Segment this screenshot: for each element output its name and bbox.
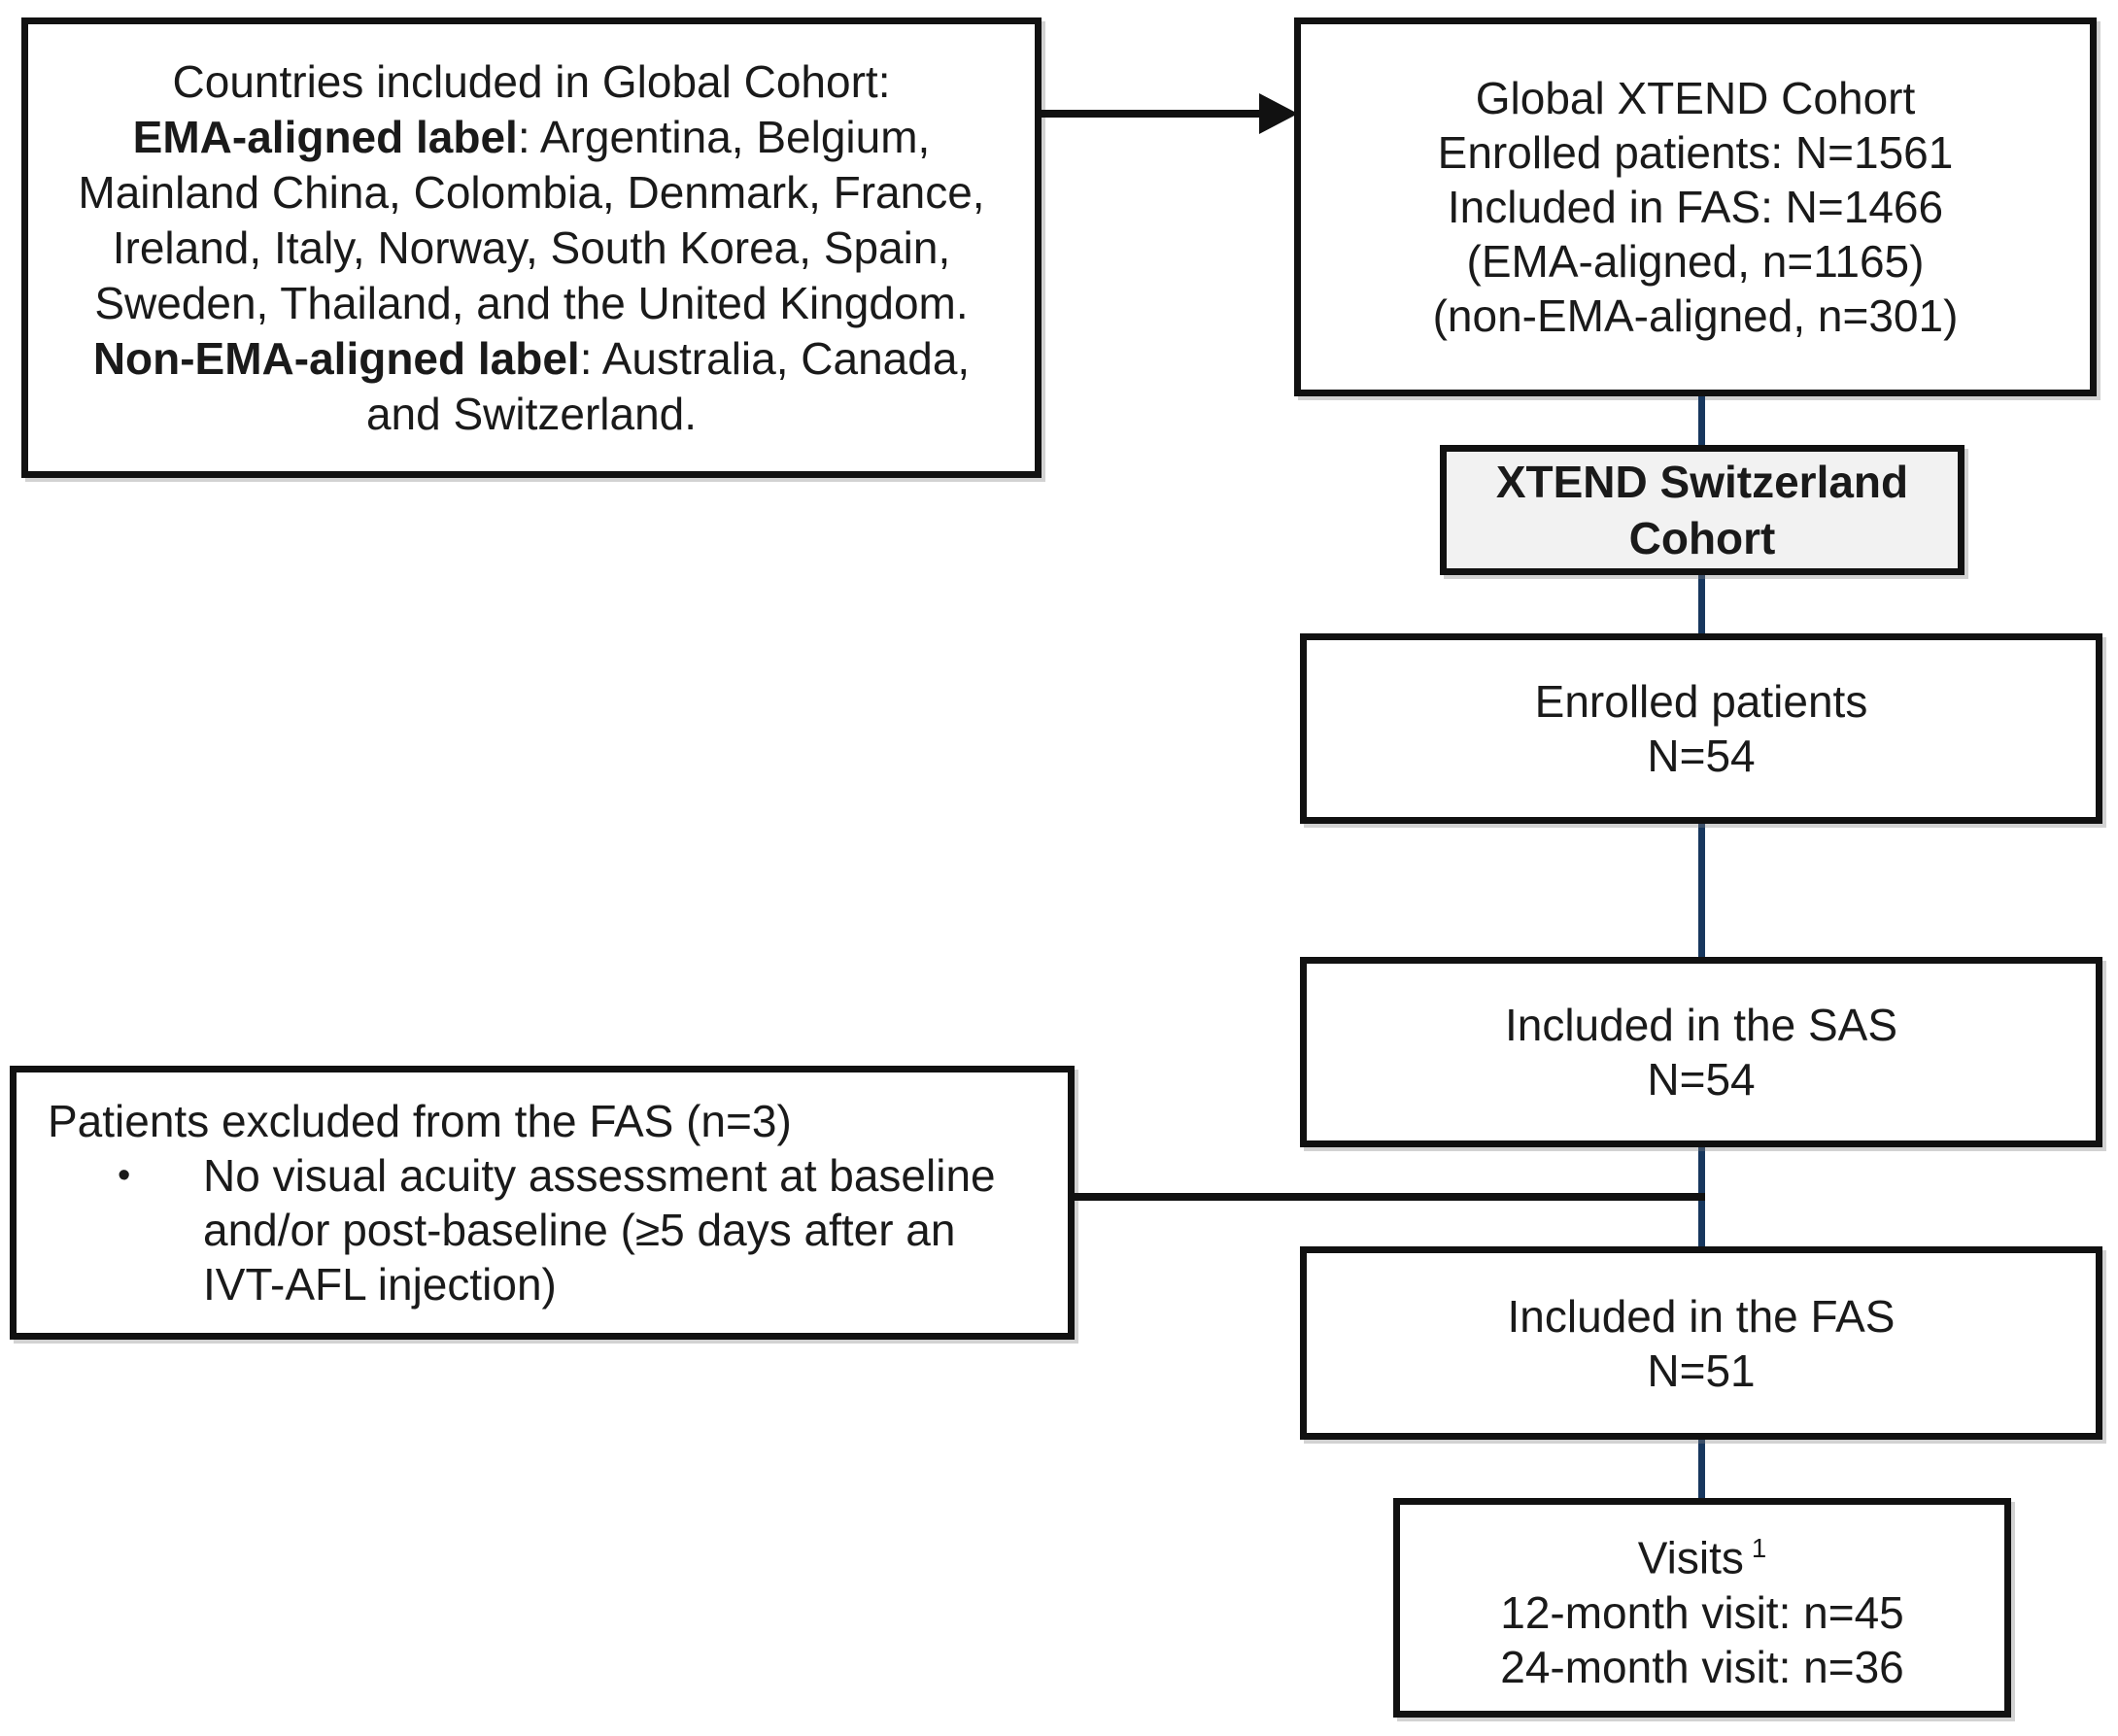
fas-box: Included in the FAS N=51 <box>1300 1246 2102 1440</box>
countries-text: and Switzerland. <box>365 388 698 439</box>
visits-title-text: Visits <box>1637 1532 1744 1583</box>
global-cohort-box: Global XTEND Cohort Enrolled patients: N… <box>1294 17 2097 396</box>
connector-enrolled-to-sas <box>1698 824 1705 957</box>
countries-text: Ireland, Italy, Norway, South Korea, Spa… <box>112 221 951 273</box>
connector-fas-to-visits <box>1698 1440 1705 1498</box>
countries-line: Ireland, Italy, Norway, South Korea, Spa… <box>28 221 1035 276</box>
connector-swiss-to-enrolled <box>1698 575 1705 633</box>
exclusion-connector <box>1075 1193 1705 1201</box>
exclusion-reason-line1: No visual acuity assessment at baseline <box>203 1150 996 1201</box>
arrow-right-icon <box>1259 93 1298 134</box>
global-ema-count: (EMA-aligned, n=1165) <box>1466 236 1925 287</box>
global-non-ema-count: (non-EMA-aligned, n=301) <box>1432 290 1959 341</box>
fas-label: Included in the FAS <box>1507 1290 1896 1342</box>
bullet-icon: • <box>118 1155 131 1196</box>
enrolled-box: Enrolled patients N=54 <box>1300 633 2102 824</box>
countries-text: Mainland China, Colombia, Denmark, Franc… <box>78 166 985 218</box>
countries-box: Countries included in Global Cohort: EMA… <box>21 17 1042 478</box>
countries-text: : Argentina, Belgium, <box>517 111 931 162</box>
visits-12-month: 12-month visit: n=45 <box>1500 1586 1904 1638</box>
ema-label-bold: EMA-aligned label <box>132 111 518 162</box>
visits-24-month: 24-month visit: n=36 <box>1500 1641 1904 1692</box>
exclusion-box: Patients excluded from the FAS (n=3) • N… <box>10 1066 1075 1340</box>
sas-box: Included in the SAS N=54 <box>1300 957 2102 1147</box>
global-enrolled-count: Enrolled patients: N=1561 <box>1437 127 1954 178</box>
swiss-cohort-title-line1: XTEND Switzerland <box>1495 457 1909 507</box>
countries-text: : Australia, Canada, <box>579 332 971 384</box>
exclusion-title: Patients excluded from the FAS (n=3) <box>48 1096 792 1146</box>
exclusion-reason-line3: IVT-AFL injection) <box>203 1259 557 1310</box>
visits-footnote-superscript: 1 <box>1751 1533 1767 1564</box>
enrolled-count: N=54 <box>1647 731 1756 781</box>
enrolled-label: Enrolled patients <box>1534 676 1868 727</box>
connector-global-to-swiss <box>1698 396 1705 445</box>
countries-line: Mainland China, Colombia, Denmark, Franc… <box>28 165 1035 221</box>
swiss-cohort-box: XTEND Switzerland Cohort <box>1440 445 1964 575</box>
countries-line: Non-EMA-aligned label: Australia, Canada… <box>28 331 1035 387</box>
countries-text: Countries included in Global Cohort: <box>172 55 891 107</box>
exclusion-bullet-row: • No visual acuity assessment at baselin… <box>48 1148 1054 1311</box>
global-cohort-title: Global XTEND Cohort <box>1475 73 1916 123</box>
fas-count: N=51 <box>1647 1345 1756 1396</box>
sas-label: Included in the SAS <box>1504 1000 1898 1050</box>
non-ema-label-bold: Non-EMA-aligned label <box>92 332 580 384</box>
global-fas-count: Included in FAS: N=1466 <box>1447 182 1944 232</box>
exclusion-bullet-text: No visual acuity assessment at baseline … <box>203 1148 996 1311</box>
arrow-shaft <box>1040 110 1261 118</box>
swiss-cohort-title-line2: Cohort <box>1628 513 1776 563</box>
sas-count: N=54 <box>1647 1054 1756 1105</box>
countries-line: Countries included in Global Cohort: <box>28 54 1035 110</box>
countries-line: and Switzerland. <box>28 387 1035 442</box>
countries-line: Sweden, Thailand, and the United Kingdom… <box>28 276 1035 331</box>
countries-line: EMA-aligned label: Argentina, Belgium, <box>28 110 1035 165</box>
exclusion-reason-line2: and/or post-baseline (≥5 days after an <box>203 1205 956 1255</box>
countries-text: Sweden, Thailand, and the United Kingdom… <box>94 277 969 328</box>
